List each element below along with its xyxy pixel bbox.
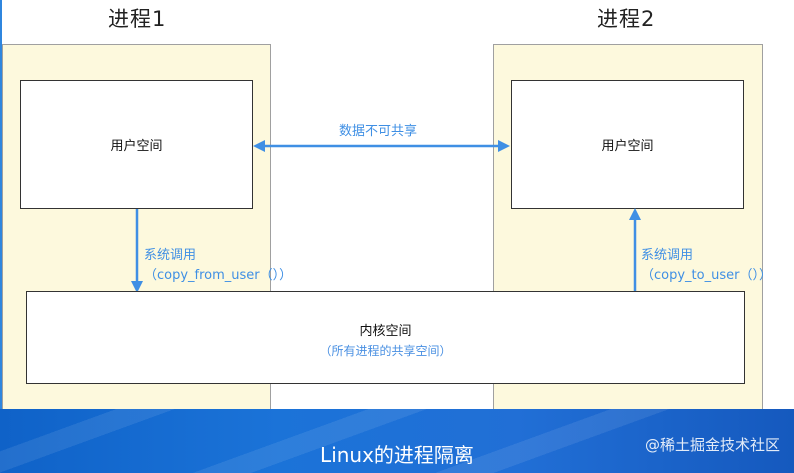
- caption-title: Linux的进程隔离: [320, 443, 474, 467]
- kernel-space-box: 内核空间 （所有进程的共享空间）: [26, 291, 745, 384]
- process-2-user-space-box: 用户空间: [511, 80, 744, 209]
- copy-from-user-arrowhead: [131, 281, 143, 293]
- process-1-user-space-label: 用户空间: [110, 139, 163, 154]
- data-not-shared-label: 数据不可共享: [339, 124, 418, 139]
- process-1-title: 进程1: [108, 7, 167, 31]
- source-watermark: @稀土掘金技术社区: [644, 436, 780, 454]
- process-2-title: 进程2: [597, 7, 656, 31]
- share-arrow-right-head: [498, 140, 510, 152]
- kernel-space-title: 内核空间: [359, 324, 412, 339]
- share-arrow-left-head: [253, 140, 265, 152]
- kernel-space-subtitle: （所有进程的共享空间）: [319, 344, 452, 358]
- left-syscall-label: 系统调用: [144, 248, 197, 263]
- copy-to-user-arrowhead: [629, 208, 641, 220]
- right-syscall-label: 系统调用: [641, 248, 694, 263]
- caption-watermark-pattern: [0, 409, 794, 473]
- process-1-user-space-box: 用户空间: [20, 80, 253, 209]
- left-frame-edge: [0, 0, 2, 410]
- process-2-user-space-label: 用户空间: [601, 139, 654, 154]
- copy-to-user-label: （copy_to_user（））: [641, 268, 772, 283]
- caption-bar: Linux的进程隔离 @稀土掘金技术社区: [0, 409, 794, 473]
- copy-from-user-label: （copy_from_user（））: [144, 268, 293, 283]
